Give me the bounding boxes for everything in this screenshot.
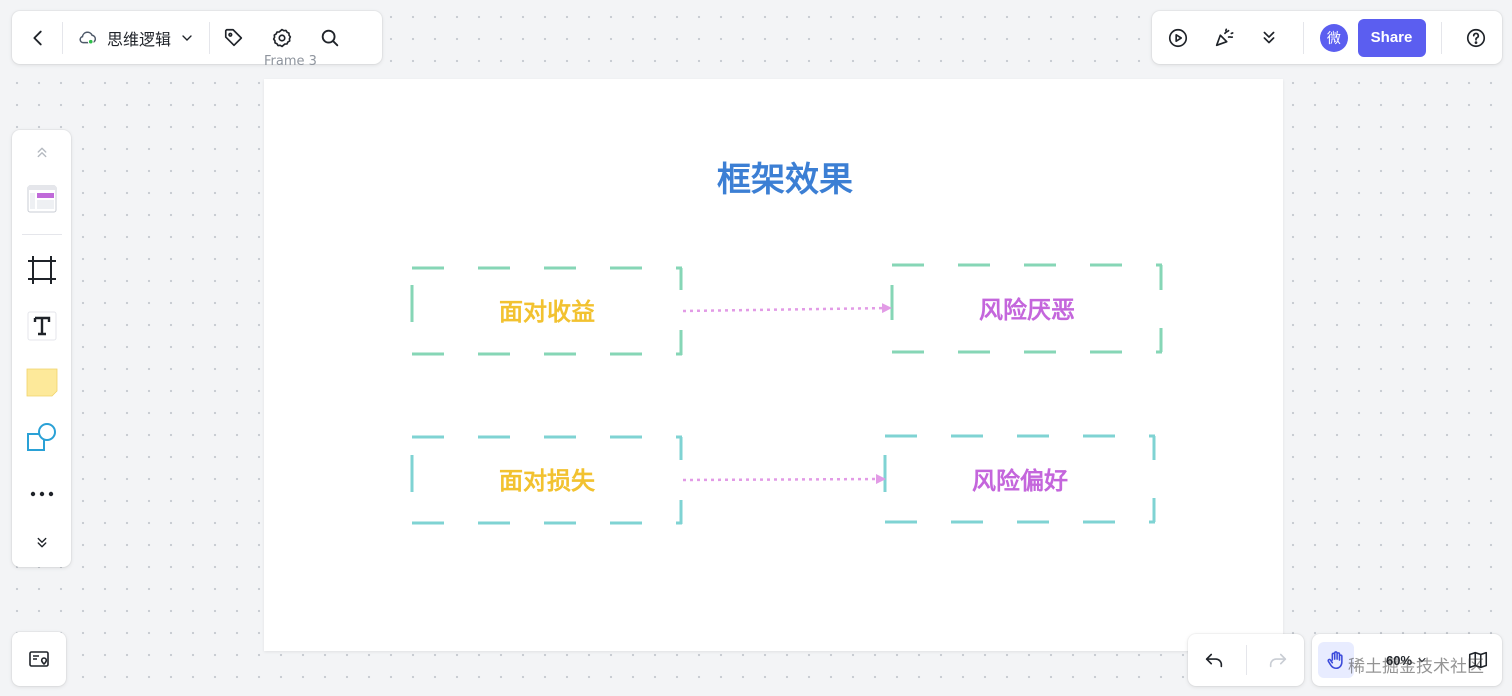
present-button[interactable] [1160, 20, 1196, 56]
frame-label: Frame 3 [264, 54, 317, 69]
left-toolbar [12, 130, 71, 567]
cloud-synced-icon [79, 31, 97, 45]
toolbar-separator [1441, 21, 1443, 54]
back-button[interactable] [20, 20, 56, 56]
top-right-toolbar: 微 Share [1152, 11, 1502, 64]
map-icon [1468, 651, 1488, 669]
minimap-icon [29, 651, 49, 667]
settings-button[interactable] [264, 20, 300, 56]
text-icon [27, 311, 56, 341]
expand-toolbar-button[interactable] [21, 529, 63, 557]
board-title[interactable]: 框架效果 [717, 160, 853, 200]
undo-icon [1205, 653, 1223, 668]
zoom-level: 60% [1385, 652, 1413, 668]
share-button[interactable]: Share [1357, 18, 1426, 57]
template-tool[interactable] [21, 178, 63, 220]
zoom-controls: 60% [1312, 634, 1502, 686]
zoom-level-dropdown[interactable]: 60% [1386, 653, 1428, 668]
more-icon [30, 491, 53, 497]
party-popper-icon [1215, 27, 1234, 46]
celebrate-button[interactable] [1206, 20, 1242, 56]
double-chevron-up-icon [37, 147, 46, 158]
collapse-toolbar-button[interactable] [21, 140, 63, 164]
doc-title: 思维逻辑 [107, 29, 172, 49]
toolbar-divider [21, 234, 62, 235]
frame-icon [27, 256, 56, 284]
template-icon [27, 185, 56, 213]
double-chevron-down-icon [37, 537, 46, 548]
doc-title-dropdown[interactable]: 思维逻辑 [69, 20, 203, 56]
help-icon [1466, 28, 1485, 47]
frame-canvas[interactable] [264, 79, 1283, 651]
more-tools-menu[interactable] [21, 473, 63, 515]
help-button[interactable] [1458, 20, 1494, 56]
double-chevron-down-icon [1263, 31, 1275, 43]
history-controls [1188, 634, 1304, 686]
sticky-note-icon [26, 368, 57, 397]
sticky-note-tool[interactable] [21, 361, 63, 403]
toolbar-separator [209, 21, 211, 54]
shapes-icon [26, 423, 56, 451]
toolbar-separator [1245, 645, 1247, 675]
map-view-button[interactable] [1460, 642, 1496, 678]
shape-tool[interactable] [21, 417, 63, 459]
top-left-toolbar: 思维逻辑 [12, 11, 382, 64]
redo-icon [1269, 653, 1287, 668]
hand-icon [1327, 651, 1343, 670]
minimap-button[interactable] [12, 632, 66, 686]
chevron-down-icon [182, 34, 192, 41]
more-tools-button[interactable] [1251, 20, 1287, 56]
toolbar-separator [1303, 21, 1305, 54]
toolbar-separator [62, 21, 63, 54]
undo-button[interactable] [1196, 642, 1232, 678]
search-icon [321, 29, 339, 46]
frame-tool[interactable] [21, 249, 63, 291]
chevron-down-icon [1418, 657, 1426, 663]
chevron-left-icon [33, 30, 42, 45]
search-button[interactable] [312, 20, 348, 56]
avatar[interactable]: 微 [1319, 23, 1348, 52]
play-icon [1168, 28, 1188, 47]
tag-icon [224, 28, 243, 46]
hand-tool-button[interactable] [1318, 642, 1354, 678]
redo-button[interactable] [1260, 642, 1296, 678]
text-tool[interactable] [21, 305, 63, 347]
tag-button[interactable] [216, 20, 252, 56]
gear-icon [272, 28, 292, 47]
